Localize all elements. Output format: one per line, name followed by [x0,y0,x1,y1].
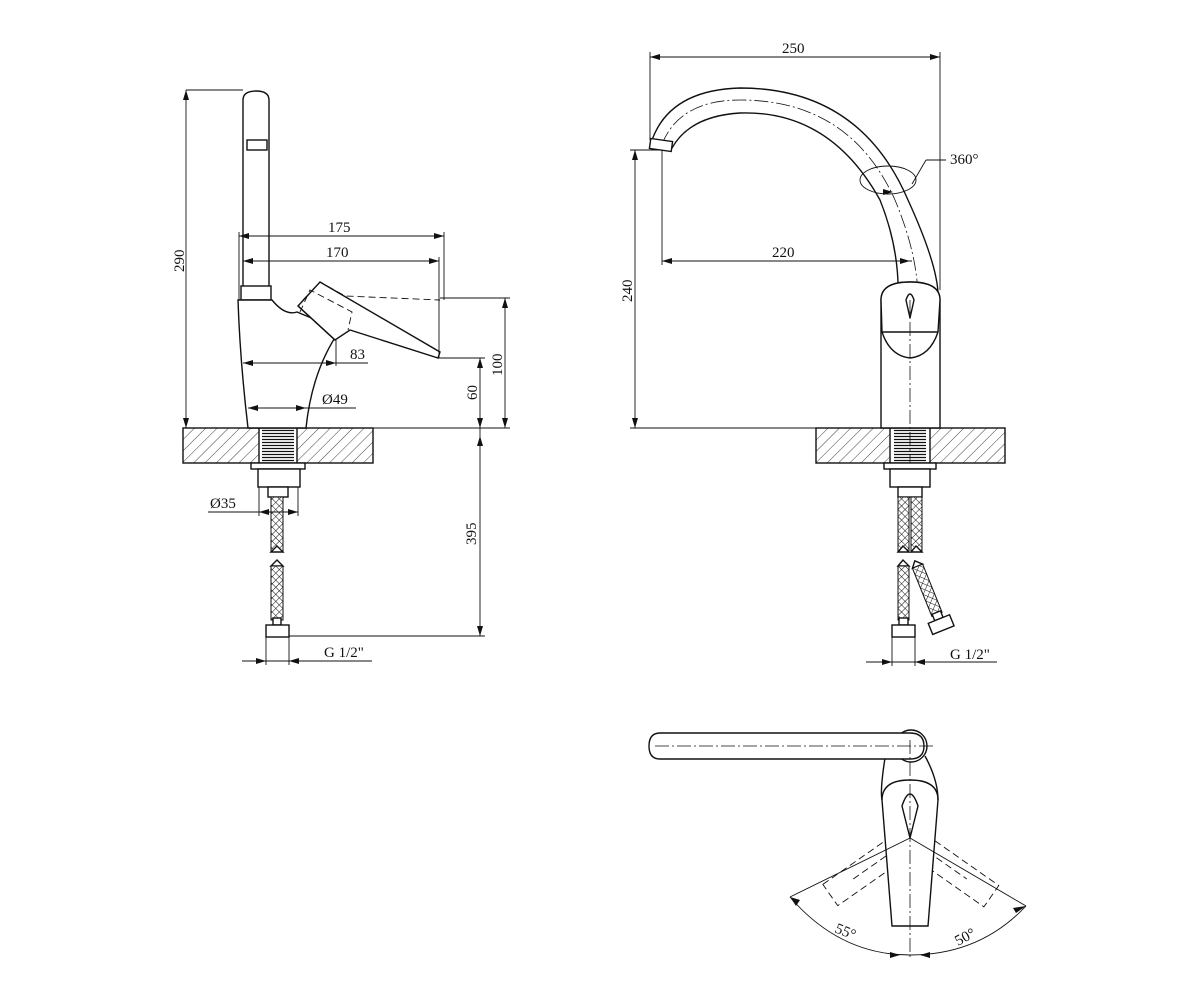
dim-83: 83 [350,347,365,363]
front-view: 360° 250 220 240 [620,41,1006,666]
hose-right-1-lower [897,565,910,621]
dim-250: 250 [782,41,805,57]
dim-thread-right: G 1/2" [950,647,990,663]
dim-395: 395 [464,523,480,546]
side-view: 290 175 170 83 Ø49 100 [172,89,510,665]
dim-175: 175 [328,220,351,236]
hose-nut-right-1 [891,624,916,638]
hose-left-lower [270,565,284,621]
hose-right-2-lower [911,563,943,618]
dim-thread-left: G 1/2" [324,645,364,661]
hose-left-upper [270,496,284,553]
dim-diameter-35: Ø35 [210,496,236,512]
vertical-spout [242,90,270,301]
top-view: 55° 50° [648,729,1027,960]
dim-60: 60 [465,385,481,400]
dim-diameter-49: Ø49 [322,392,348,408]
hose-nut-left [265,624,290,638]
faucet-body-side [237,299,342,429]
dim-100: 100 [490,354,506,377]
dim-240: 240 [620,280,636,303]
angle-50: 50° [952,926,978,950]
hose-right-2-upper [910,496,923,553]
dim-290: 290 [172,250,188,273]
dim-170: 170 [326,245,349,261]
dim-220: 220 [772,245,795,261]
hose-nut-right-2 [927,613,955,636]
dim-rotation-360: 360° [950,152,979,168]
hose-right-1-upper [897,496,910,553]
angle-55: 55° [833,921,858,944]
